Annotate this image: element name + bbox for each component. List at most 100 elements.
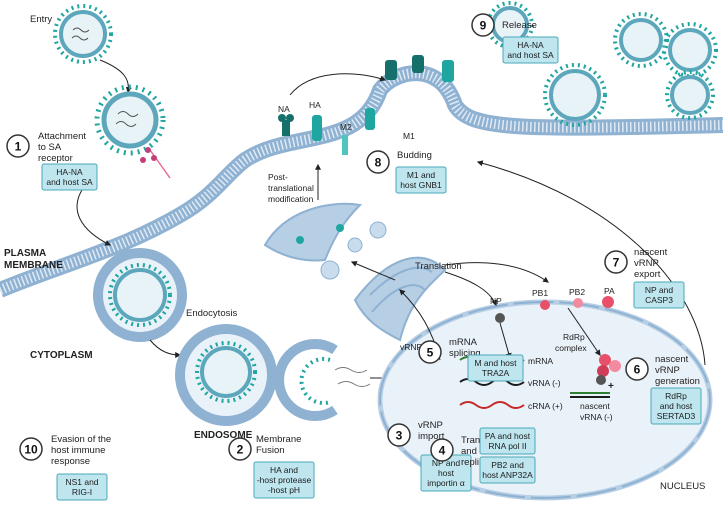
endocytosis-arrow-1 [76,189,112,246]
factor-box-text: RdRp [665,391,687,401]
step-title-line: vRNP [655,365,680,376]
endosome [175,324,277,426]
label-entry: Entry [30,14,52,25]
step-title-line: Fusion [256,445,285,456]
step-number: 2 [237,443,244,457]
step-badge [625,357,649,381]
step-number: 8 [375,156,382,170]
factor-box [467,354,524,382]
factor-box-text: RNA pol II [488,441,526,451]
step-number: 4 [439,444,446,458]
factor-box [633,281,685,309]
factor-box-text: HA-NA [56,167,83,177]
step-title-line: nascent [655,354,689,365]
label-post-2: translational [268,183,314,193]
nucleus [377,299,713,501]
step-badge [228,437,252,461]
endocytosis-arrow-2 [149,339,182,358]
label-nucleus: NUCLEUS [660,481,705,492]
factor-box-text: PA and host [485,431,531,441]
label-vrna: vRNA (-) [528,378,561,388]
step-number: 10 [24,443,38,457]
golgi-apparatus [263,202,387,280]
label-post-3: modification [268,194,314,204]
step-title-line: response [51,456,90,467]
factor-box-text: PB2 and [491,460,524,470]
factor-box-text: M1 and [407,170,436,180]
factor-box-text: host [438,468,455,478]
factor-box-text: NP and [645,285,673,295]
factor-box-text: SERTAD3 [657,411,696,421]
factor-box-text: RIG-I [72,487,92,497]
label-pb1: PB1 [532,288,548,298]
step-title-line: receptor [38,153,73,164]
factor-box-text: NP and [432,458,460,468]
step-badge [6,134,30,158]
label-endocytosis: Endocytosis [186,308,237,319]
step-title-line: mRNA [449,337,478,348]
factor-box-text: host GNB1 [400,180,442,190]
step-badge [604,250,628,274]
step-title-line: and [461,446,477,457]
factor-box-text: HA-NA [517,40,544,50]
factor-box-text: M and host [474,358,517,368]
step-title-line: splicing [449,348,481,359]
label-pa: PA [604,286,615,296]
step-badge [19,437,43,461]
factor-box-text: -host protease [257,475,312,485]
label-m2: M2 [340,122,352,132]
label-rdrp-2: complex [555,343,587,353]
entry-arrow [99,59,132,94]
step-title-line: vRNP [418,420,443,431]
fusing-endosome [274,339,371,421]
factor-box-text: -host pH [268,485,300,495]
label-na: NA [278,104,290,114]
np-dot [495,313,505,323]
step-number: 9 [480,19,487,33]
factor-box [41,163,98,191]
factor-box-text: HA and [270,465,298,475]
plasma-membrane [0,65,723,298]
label-mrna: mRNA [528,356,553,366]
factor-box-text: importin α [427,478,465,488]
attached-virion [94,84,166,156]
factor-box [650,387,702,425]
membrane-proteins [278,55,454,155]
step-badge [366,150,390,174]
step-number: 3 [396,429,403,443]
step-title-line: nascent [634,247,668,258]
factor-box [479,427,536,455]
step-title-line: vRNP [634,258,659,269]
step-badge [471,13,495,37]
factor-box-text: CASP3 [645,295,673,305]
label-endosome: ENDOSOME [194,430,253,441]
membrane-invagination [150,230,260,247]
step-title-line: generation [655,376,700,387]
step-badge [418,340,442,364]
step-title-line: Membrane [256,434,301,445]
label-m1: M1 [403,131,415,141]
step-badge [387,423,411,447]
pb1-dot [540,300,550,310]
step-title-line: Budding [397,150,432,161]
factor-box [56,473,108,501]
factor-box-text: NS1 and [65,477,98,487]
label-np: NP [490,296,502,306]
sa-receptor [140,147,171,179]
label-crna: cRNA (+) [528,401,563,411]
factor-box [479,456,536,484]
label-plus: + [608,381,614,392]
step-number: 5 [427,346,434,360]
step-title-line: host immune [51,445,105,456]
